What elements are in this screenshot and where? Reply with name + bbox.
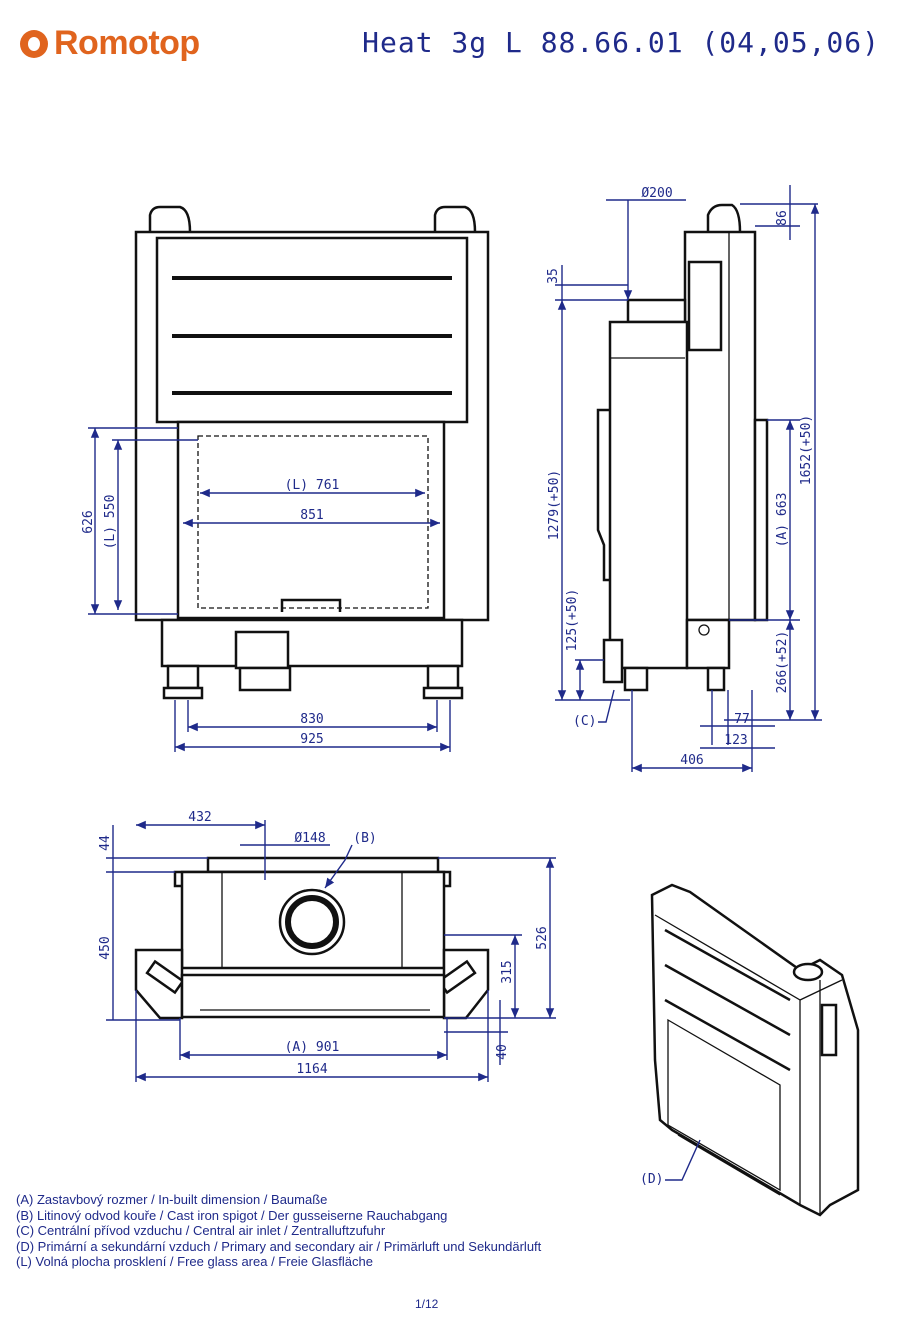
dim-125: 125(+50) <box>565 589 580 652</box>
label-C: (C) <box>573 714 596 729</box>
model-title: Heat 3g L 88.66.01 (04,05,06) <box>362 26 880 59</box>
dim-266: 266(+52) <box>775 631 790 694</box>
legend-item-B: (B) Litinový odvod kouře / Cast iron spi… <box>16 1207 448 1223</box>
dim-d200: Ø200 <box>641 186 672 201</box>
top-view: 432 Ø148 (B) 44 450 526 315 40 (A) 901 1… <box>98 810 556 1082</box>
dim-L761: (L) 761 <box>285 478 340 493</box>
dim-406: 406 <box>680 753 703 768</box>
legend-item-A: (A) Zastavbový rozmer / In-built dimensi… <box>16 1192 328 1207</box>
brand-logo: Romotop <box>20 24 200 63</box>
dim-77: 77 <box>734 712 750 727</box>
dim-315: 315 <box>500 960 515 983</box>
legend: (A) Zastavbový rozmer / In-built dimensi… <box>16 1192 541 1270</box>
dim-1652: 1652(+50) <box>799 415 814 485</box>
dim-626: 626 <box>81 510 96 533</box>
label-D: (D) <box>640 1172 663 1187</box>
page-number: 1/12 <box>415 1297 439 1311</box>
side-view: Ø200 86 35 1279(+50) 125(+50) 1652(+50) … <box>546 185 822 773</box>
brand-name: Romotop <box>54 24 200 62</box>
dim-432: 432 <box>188 810 211 825</box>
legend-item-C: (C) Centrální přívod vzduchu / Central a… <box>16 1223 386 1238</box>
dim-35: 35 <box>546 268 561 284</box>
dim-526: 526 <box>535 926 550 949</box>
dim-1164: 1164 <box>296 1062 327 1077</box>
dim-L550: (L) 550 <box>103 495 118 550</box>
dim-44: 44 <box>98 835 113 851</box>
dim-851: 851 <box>300 508 323 523</box>
label-B: (B) <box>353 831 376 846</box>
legend-item-D: (D) Primární a sekundární vzduch / Prima… <box>16 1238 542 1254</box>
dim-d148: Ø148 <box>294 831 325 846</box>
dim-86: 86 <box>775 210 790 226</box>
dim-1279: 1279(+50) <box>547 470 562 540</box>
dim-925: 925 <box>300 732 323 747</box>
front-view: 626 (L) 550 (L) 761 851 830 925 <box>81 205 490 752</box>
dim-A901: (A) 901 <box>285 1040 340 1055</box>
legend-item-L: (L) Volná plocha prosklení / Free glass … <box>16 1254 373 1269</box>
dim-123: 123 <box>724 733 747 748</box>
flame-icon <box>20 29 48 58</box>
dim-830: 830 <box>300 712 323 727</box>
dim-40: 40 <box>495 1044 510 1060</box>
dim-A663: (A) 663 <box>775 493 790 548</box>
isometric-view: (D) <box>640 883 860 1217</box>
dim-450: 450 <box>98 936 113 959</box>
